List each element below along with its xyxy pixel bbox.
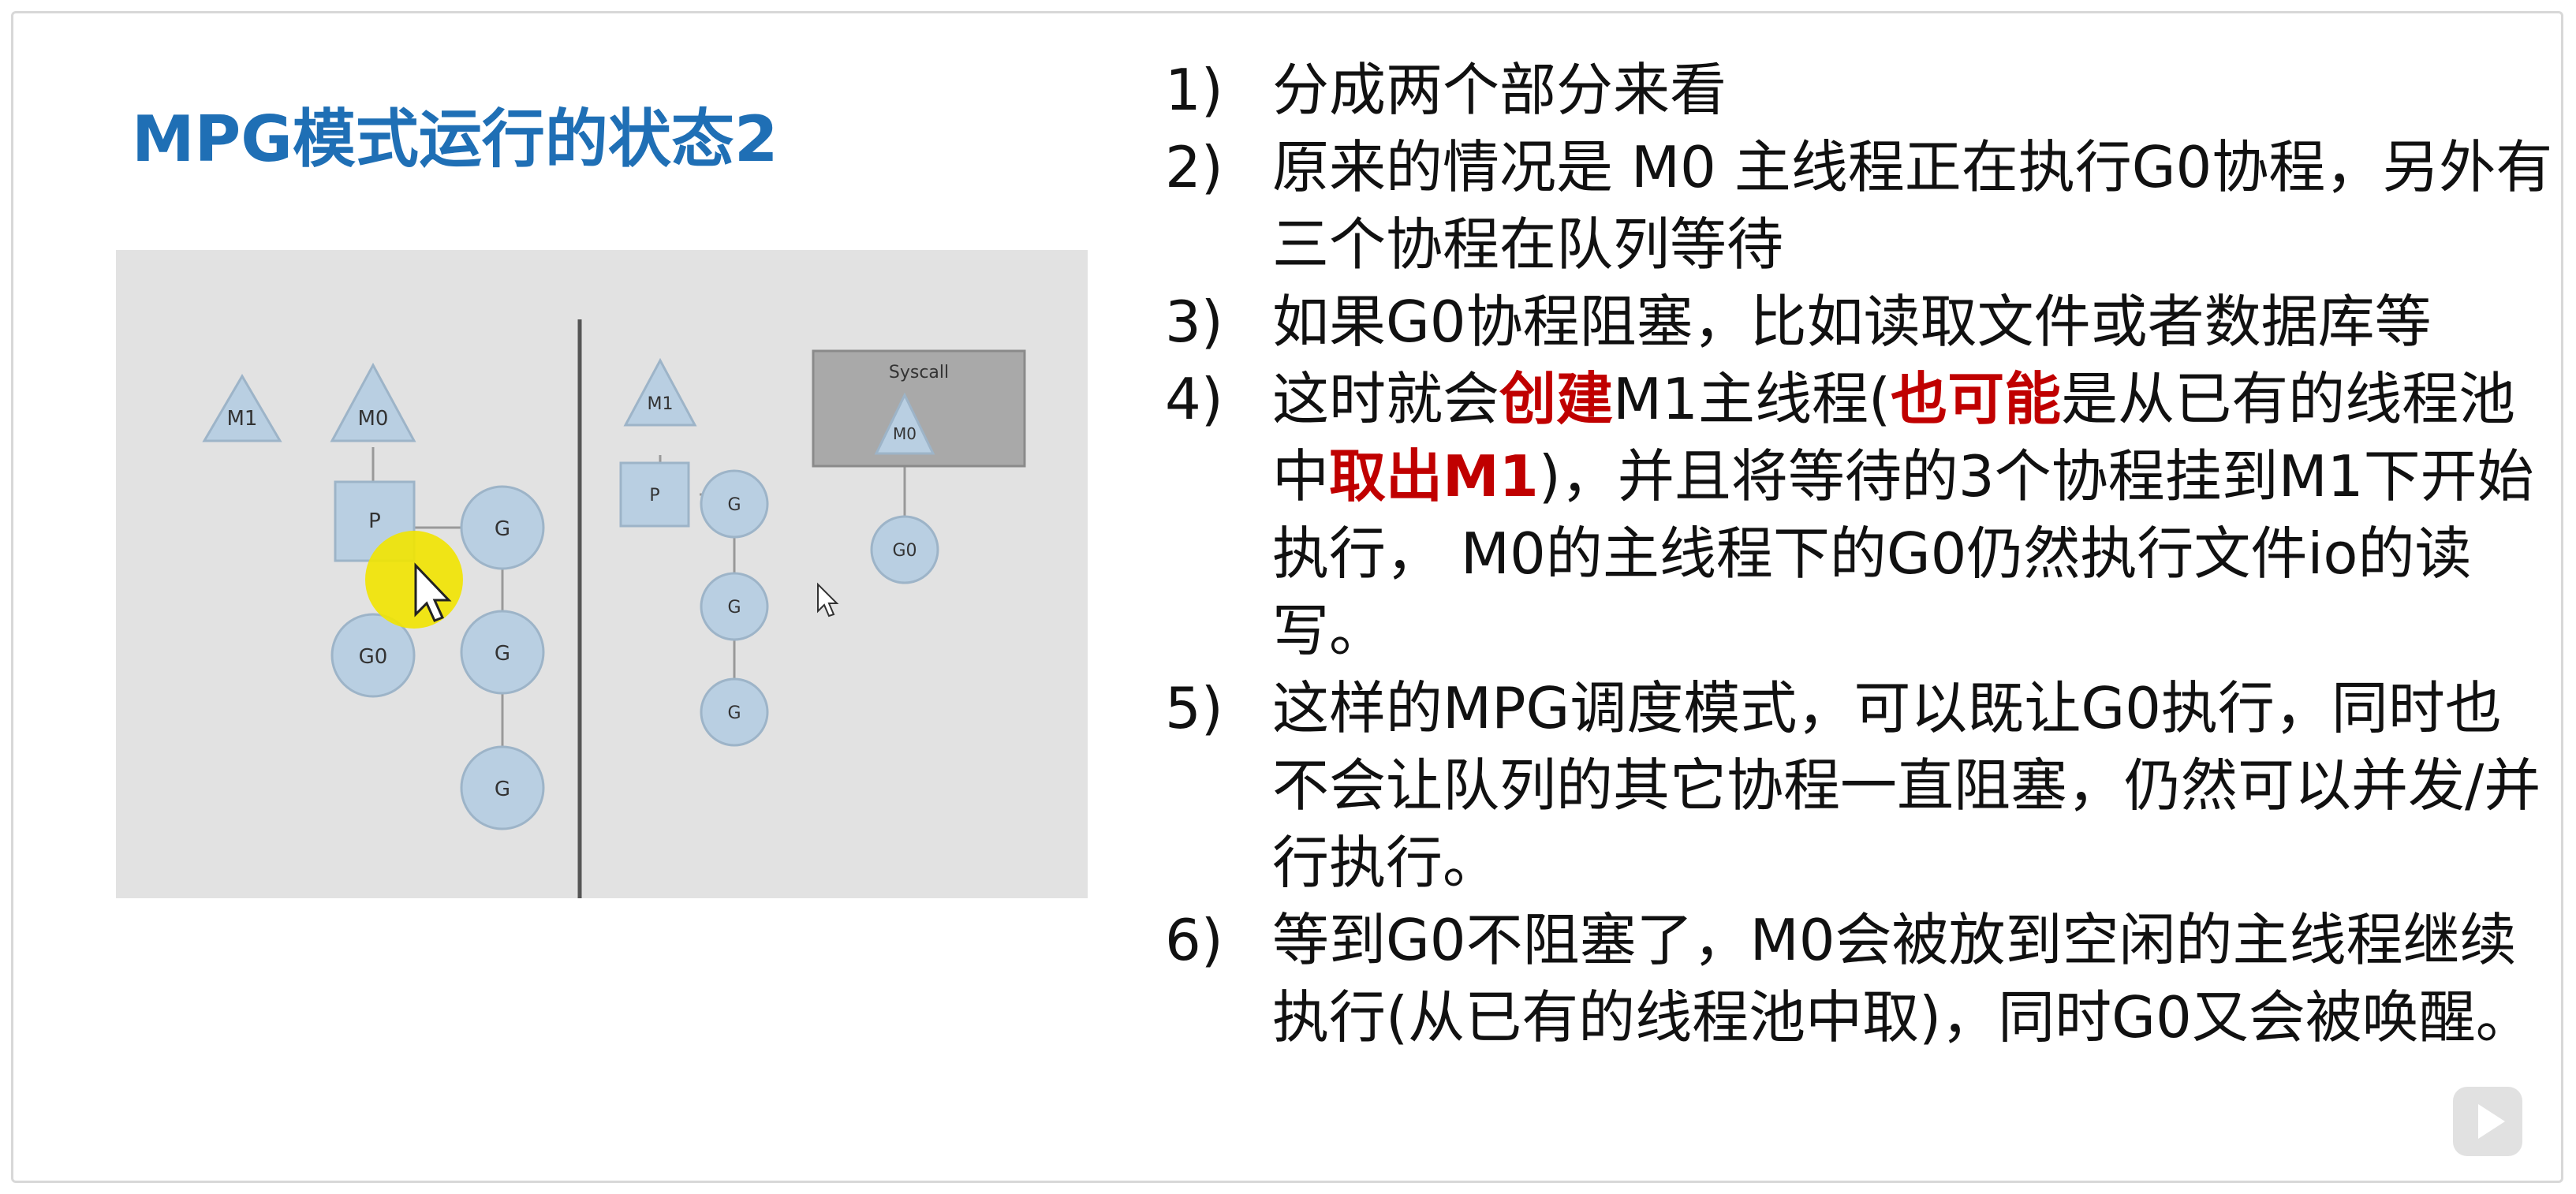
item-text: 这时就会创建M1主线程(也可能是从已有的线程池中取出M1)，并且将等待的3个协程…: [1272, 360, 2553, 670]
m0-node-right: [874, 392, 935, 455]
g-node-left-2: [460, 610, 545, 695]
g-node-right-3: [700, 677, 769, 747]
g-node-left-1: [460, 485, 545, 570]
list-item: 3) 如果G0协程阻塞，比如读取文件或者数据库等: [1165, 283, 2553, 360]
g-label: G: [495, 517, 510, 541]
text-segment: 是从已有的线程池中: [1272, 366, 2516, 509]
item-text: 这样的MPG调度模式，可以既让G0执行，同时也不会让队列的其它协程一直阻塞，仍然…: [1272, 675, 2541, 896]
item-number: 2): [1165, 134, 1223, 200]
p-label-left: P: [368, 509, 381, 533]
pointer-icon: [817, 582, 839, 618]
g-label: G: [495, 778, 510, 801]
g-label: G: [727, 703, 741, 723]
m1-label-right: M1: [648, 394, 674, 414]
cursor-highlight: [365, 531, 463, 629]
item-text: 等到G0不阻塞了，M0会被放到空闲的主线程继续执行(从已有的线程池中取)，同时G…: [1272, 907, 2533, 1050]
list-item: 1) 分成两个部分来看: [1165, 51, 2553, 129]
slide: MPG模式运行的状态2 M1 M0 P G G G G0: [11, 11, 2563, 1183]
m1-node-left: [202, 374, 282, 442]
item-number: 3): [1165, 289, 1223, 355]
text-segment: 这时就会: [1272, 366, 1500, 432]
g0-label-left: G0: [359, 645, 388, 669]
g0-label-right: G0: [892, 541, 917, 561]
emphasis-create: 创建: [1499, 366, 1614, 432]
g-node-right-2: [700, 572, 769, 641]
m1-label-left: M1: [227, 407, 258, 431]
p-node-right: [619, 461, 690, 528]
p-label-right: P: [649, 486, 659, 506]
m0-label-left: M0: [358, 407, 389, 431]
g-label: G: [727, 598, 741, 618]
item-number: 6): [1165, 907, 1223, 973]
g-node-right-1: [700, 469, 769, 539]
item-text: 分成两个部分来看: [1272, 57, 1727, 123]
m0-label-right: M0: [893, 424, 917, 443]
item-text: 如果G0协程阻塞，比如读取文件或者数据库等: [1272, 289, 2432, 355]
text-segment: M1主线程(: [1613, 366, 1891, 432]
list-item: 4) 这时就会创建M1主线程(也可能是从已有的线程池中取出M1)，并且将等待的3…: [1165, 360, 2553, 670]
item-number: 5): [1165, 675, 1223, 741]
play-icon[interactable]: [2453, 1087, 2522, 1156]
item-number: 4): [1165, 366, 1223, 432]
syscall-label: Syscall: [889, 363, 949, 382]
g-node-left-3: [460, 745, 545, 830]
slide-title: MPG模式运行的状态2: [132, 103, 778, 176]
notes-list: 1) 分成两个部分来看 2) 原来的情况是 M0 主线程正在执行G0协程，另外有…: [1165, 51, 2553, 1056]
g0-node-left: [330, 613, 416, 698]
item-text: 原来的情况是 M0 主线程正在执行G0协程，另外有三个协程在队列等待: [1272, 134, 2553, 278]
m1-node-right: [623, 357, 697, 427]
g0-node-right: [870, 515, 939, 584]
list-item: 6) 等到G0不阻塞了，M0会被放到空闲的主线程继续执行(从已有的线程池中取)，…: [1165, 901, 2553, 1056]
m0-node-left: [330, 362, 416, 442]
emphasis-take-m1: 取出M1: [1329, 443, 1539, 509]
mpg-diagram: M1 M0 P G G G G0 M1 P: [116, 250, 1088, 898]
item-number: 1): [1165, 57, 1223, 123]
mpg-diagram-svg: M1 M0 P G G G G0 M1 P: [202, 319, 1026, 898]
emphasis-possibly: 也可能: [1891, 366, 2062, 432]
cursor-icon: [414, 562, 452, 622]
g-label: G: [495, 642, 510, 666]
text-segment: )，并且将等待的3个协程挂到M1下开始执行， M0的主线程下的G0仍然执行文件i…: [1272, 443, 2534, 664]
list-item: 5) 这样的MPG调度模式，可以既让G0执行，同时也不会让队列的其它协程一直阻塞…: [1165, 670, 2553, 901]
g-label: G: [727, 495, 741, 515]
list-item: 2) 原来的情况是 M0 主线程正在执行G0协程，另外有三个协程在队列等待: [1165, 129, 2553, 283]
